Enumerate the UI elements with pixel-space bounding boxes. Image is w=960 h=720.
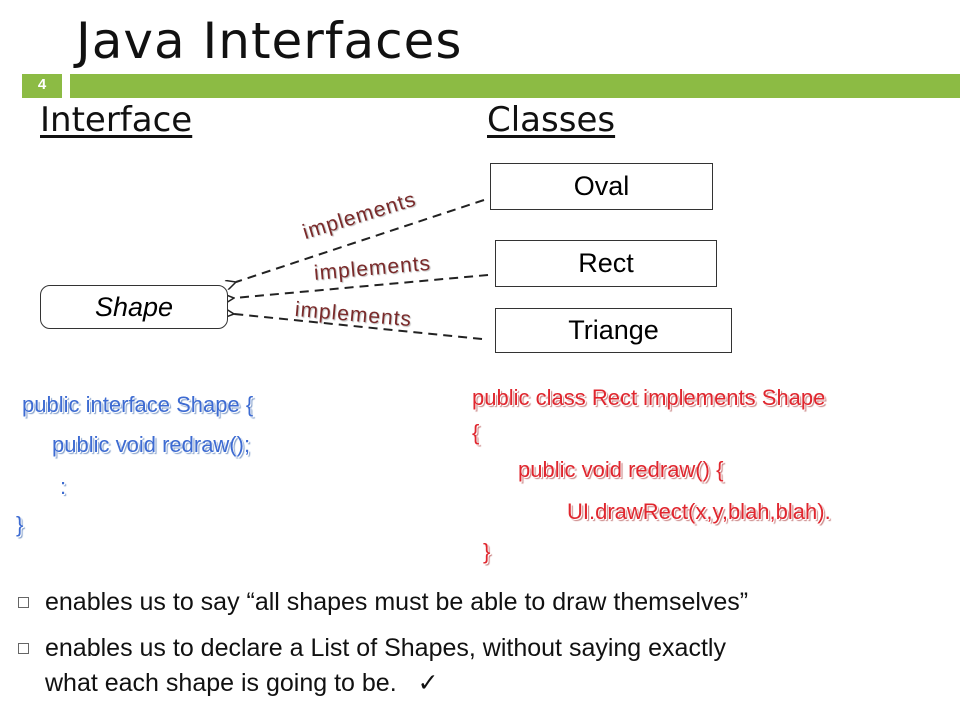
classes-heading: Classes bbox=[487, 100, 616, 140]
square-bullet-icon bbox=[18, 643, 29, 654]
checkmark-icon: ✓ bbox=[417, 669, 439, 697]
square-bullet-icon bbox=[18, 597, 29, 608]
class-oval-box: Oval bbox=[490, 163, 713, 210]
bullet-text: enables us to say “all shapes must be ab… bbox=[45, 588, 749, 616]
interface-code-line: public interface Shape { bbox=[22, 392, 254, 417]
class-code-line: public class Rect implements Shape bbox=[472, 385, 826, 410]
bullet-text: enables us to declare a List of Shapes, … bbox=[45, 634, 726, 662]
class-code-line: public void redraw() { bbox=[518, 457, 724, 482]
title-accent-bar bbox=[70, 74, 960, 98]
class-triangle-box: Triange bbox=[495, 308, 732, 353]
class-code-line: { bbox=[472, 420, 480, 445]
class-code-line: } bbox=[483, 539, 491, 564]
page-number: 4 bbox=[37, 76, 47, 93]
bullet-text-line2: what each shape is going to be. bbox=[45, 669, 397, 697]
interface-code-line: } bbox=[16, 512, 24, 537]
arrow-oval bbox=[236, 199, 485, 282]
interface-heading: Interface bbox=[40, 100, 193, 140]
class-code-line: UI.drawRect(x,y,blah,blah). bbox=[567, 499, 831, 524]
page-number-box bbox=[22, 74, 62, 98]
interface-code-line: public void redraw(); bbox=[52, 432, 251, 457]
interface-shape-box: Shape bbox=[40, 285, 228, 329]
bullet-item: enables us to declare a List of Shapes, … bbox=[18, 632, 958, 702]
arrow-triangle bbox=[234, 314, 483, 340]
interface-code-line: : bbox=[60, 474, 67, 499]
arrow-rect bbox=[234, 274, 489, 298]
class-rect-box: Rect bbox=[495, 240, 717, 287]
bullet-text: what each shape is going to be. ✓ bbox=[45, 667, 439, 700]
slide-title: Java Interfaces bbox=[76, 12, 463, 70]
bullet-item: enables us to say “all shapes must be ab… bbox=[18, 586, 958, 619]
